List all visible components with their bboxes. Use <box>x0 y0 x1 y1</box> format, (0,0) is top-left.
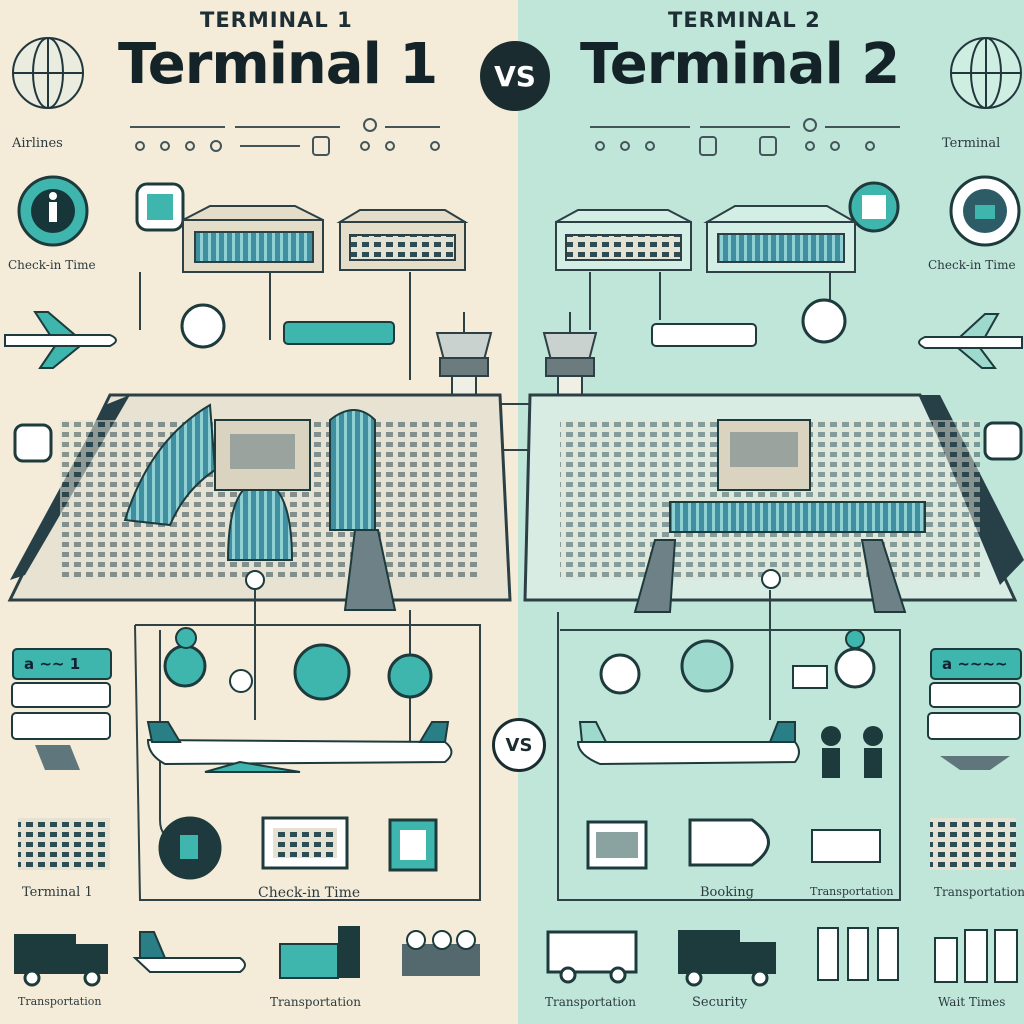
airplane-icon <box>4 311 117 369</box>
ticket-icon <box>586 818 881 870</box>
bottom-label-2: Transportation <box>270 995 362 1009</box>
terminal-1-title: Terminal 1 <box>118 32 438 97</box>
terminal-1-subtitle: TERMINAL 1 <box>200 8 353 32</box>
luggage-icon <box>135 182 185 232</box>
booking-label: Booking <box>700 885 754 900</box>
terminal-1-map <box>7 393 512 611</box>
airplane-icon <box>918 313 1023 369</box>
terminal-label-right: Terminal <box>942 136 1001 151</box>
header-info-row <box>130 118 900 156</box>
globe-icon <box>950 37 1022 109</box>
bottom-label-5: Wait Times <box>938 995 1006 1009</box>
truck-icon <box>14 934 108 987</box>
truck-icon <box>279 926 480 979</box>
airplane-icon <box>146 721 453 773</box>
side-panel-left <box>11 682 111 870</box>
info-icon <box>17 175 89 247</box>
globe-icon <box>12 37 84 109</box>
terminal-label-bottom: Terminal 1 <box>22 885 93 900</box>
terminal-2-title: Terminal 2 <box>580 32 900 97</box>
bottom-label-1: Transportation <box>18 995 102 1008</box>
terminal-2-subtitle: TERMINAL 2 <box>668 8 821 32</box>
vs-badge-middle: VS <box>492 718 546 772</box>
kiosk-icon <box>817 927 1018 983</box>
info-icon <box>949 175 1021 247</box>
terminal-2-map <box>523 393 1024 613</box>
gate-badge-right: a ~~~~ <box>930 648 1022 680</box>
vs-badge-top: VS <box>480 41 550 111</box>
sign-icon <box>180 298 847 349</box>
truck-icon <box>546 930 776 987</box>
terminal-building-left <box>182 205 469 273</box>
transport-label-far: Transportation <box>934 885 1024 899</box>
luggage-icon <box>848 181 900 233</box>
airplane-icon <box>132 931 246 973</box>
checkin-label-bottom: Check-in Time <box>258 885 361 901</box>
airline-label: Airlines <box>12 136 63 151</box>
terminal-building-right <box>555 205 859 273</box>
airplane-icon <box>576 721 800 766</box>
ticket-icon <box>983 421 1023 461</box>
kiosk-icon <box>158 816 438 880</box>
ticket-icon <box>13 423 53 463</box>
people-icon <box>163 627 433 701</box>
bottom-label-4: Security <box>692 995 748 1010</box>
people-icon <box>599 629 883 778</box>
side-panel-right <box>927 682 1021 870</box>
checkin-label-left: Check-in Time <box>8 258 96 272</box>
checkin-label-right: Check-in Time <box>928 258 1016 272</box>
bottom-label-3: Transportation <box>545 995 637 1009</box>
transport-label-mid: Transportation <box>810 885 894 898</box>
gate-badge-left: a ~~ 1 <box>12 648 112 680</box>
